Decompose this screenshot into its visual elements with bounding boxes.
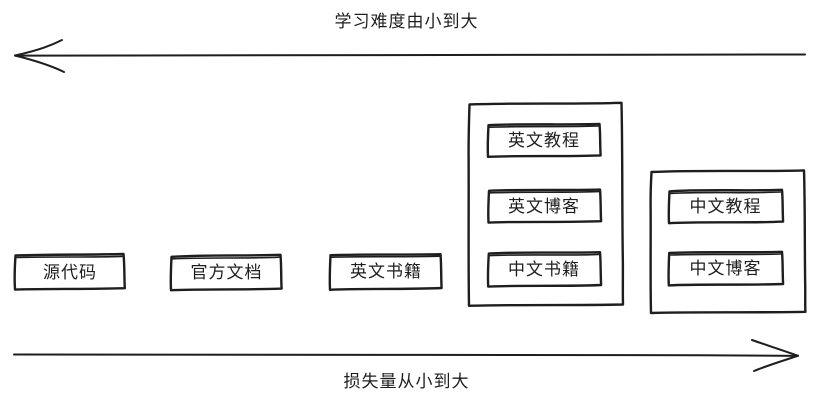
node-chinese-blog[interactable]: 中文博客 xyxy=(668,252,783,286)
node-english-tutorial-label: 英文教程 xyxy=(508,130,580,150)
node-chinese-book[interactable]: 中文书籍 xyxy=(487,252,601,288)
node-chinese-tutorial[interactable]: 中文教程 xyxy=(668,190,783,224)
group-english[interactable]: 英文教程 英文博客 中文书籍 xyxy=(468,102,624,307)
node-english-book[interactable]: 英文书籍 xyxy=(329,253,443,291)
top-axis-label: 学习难度由小到大 xyxy=(334,12,479,31)
node-chinese-blog-label: 中文博客 xyxy=(689,259,762,278)
node-official-doc[interactable]: 官方文档 xyxy=(170,254,283,291)
node-source-code[interactable]: 源代码 xyxy=(14,254,126,291)
group-chinese[interactable]: 中文教程 中文博客 xyxy=(650,170,806,313)
node-chinese-book-label: 中文书籍 xyxy=(508,260,580,279)
top-axis-arrow xyxy=(14,39,806,73)
node-official-doc-label: 官方文档 xyxy=(190,262,263,282)
node-english-book-label: 英文书籍 xyxy=(350,262,422,281)
node-chinese-tutorial-label: 中文教程 xyxy=(689,197,762,216)
node-source-code-label: 源代码 xyxy=(43,262,97,282)
bottom-axis-arrow xyxy=(13,339,799,372)
node-english-blog[interactable]: 英文博客 xyxy=(487,189,601,224)
node-english-tutorial[interactable]: 英文教程 xyxy=(487,123,601,158)
bottom-axis-label: 损失量从小到大 xyxy=(343,372,470,391)
node-english-blog-label: 英文博客 xyxy=(508,196,580,216)
